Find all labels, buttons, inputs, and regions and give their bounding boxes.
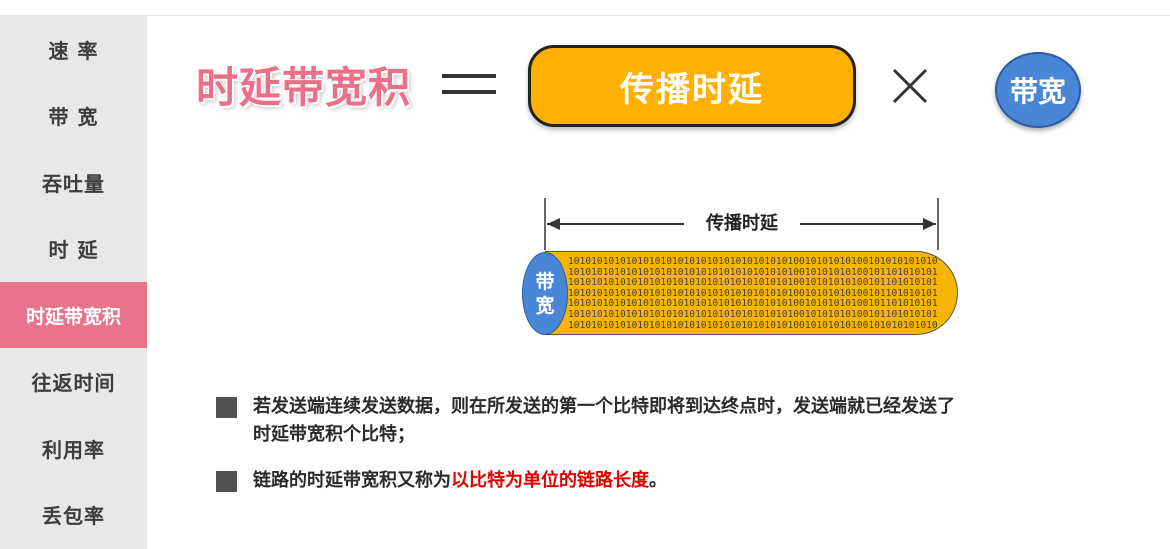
bit-row: 1010101010101010101010101010101010101010… [568,277,938,289]
cap-label-top: 带 [535,270,555,293]
equals-icon [442,74,496,94]
bullet-1-line-1: 若发送端连续发送数据，则在所发送的第一个比特即将到达终点时，发送端就已经发送了 [253,396,955,417]
times-icon [892,68,928,104]
bit-row: 1010101010101010101010101010101010101010… [568,308,938,320]
bit-stream: 1010101010101010101010101010101010101010… [568,257,938,331]
bullet-square-icon [216,471,237,492]
bullet-item: 若发送端连续发送数据，则在所发送的第一个比特即将到达终点时，发送端就已经发送了 … [216,393,1166,453]
sidebar-item-delay[interactable]: 时 延 [48,237,99,262]
sidebar-item-throughput[interactable]: 吞吐量 [42,171,105,196]
bullet-2-highlight: 以比特为单位的链路长度 [451,470,649,491]
bandwidth-cap: 带 宽 [522,252,568,335]
bullet-square-icon [216,397,237,418]
propagation-arrow-label: 传播时延 [684,210,800,238]
bit-row: 1010101010101010101010101010101010101010… [568,319,938,331]
sidebar-item-utilization[interactable]: 利用率 [42,437,105,462]
sidebar-item-rate[interactable]: 速 率 [48,38,99,63]
bullet-2-suffix: 。 [649,470,667,491]
bit-row: 1010101010101010101010101010101010101010… [568,298,938,310]
bullet-1-line-2: 时延带宽积个比特； [253,424,415,445]
formula-title: 时延带宽积 [196,63,412,112]
sidebar-item-rtt[interactable]: 往返时间 [31,370,116,395]
propagation-delay-pill: 传播时延 [528,45,856,127]
bit-row: 1010101010101010101010101010101010101010… [568,266,938,278]
bit-row: 1010101010101010101010101010101010101010… [568,257,938,267]
cap-label-bottom: 宽 [535,294,555,317]
sidebar-item-packet-loss[interactable]: 丢包率 [42,503,105,528]
sidebar-item-delay-bandwidth-product[interactable]: 时延带宽积 [0,282,147,348]
pill-label: 传播时延 [620,69,764,110]
bit-row: 1010101010101010101010101010101010101010… [568,287,938,299]
top-divider [0,15,1170,16]
link-pipe: 1010101010101010101010101010101010101010… [545,251,958,335]
circle-label: 带宽 [1009,75,1066,108]
sidebar-nav: 速 率 带 宽 吞吐量 时 延 时延带宽积 往返时间 利用率 丢包率 [0,16,147,549]
bullet-item: 链路的时延带宽积又称为以比特为单位的链路长度。 [216,467,1166,497]
sidebar-item-bandwidth[interactable]: 带 宽 [48,104,99,129]
bullet-2-prefix: 链路的时延带宽积又称为 [253,470,451,491]
bandwidth-circle: 带宽 [995,52,1081,128]
